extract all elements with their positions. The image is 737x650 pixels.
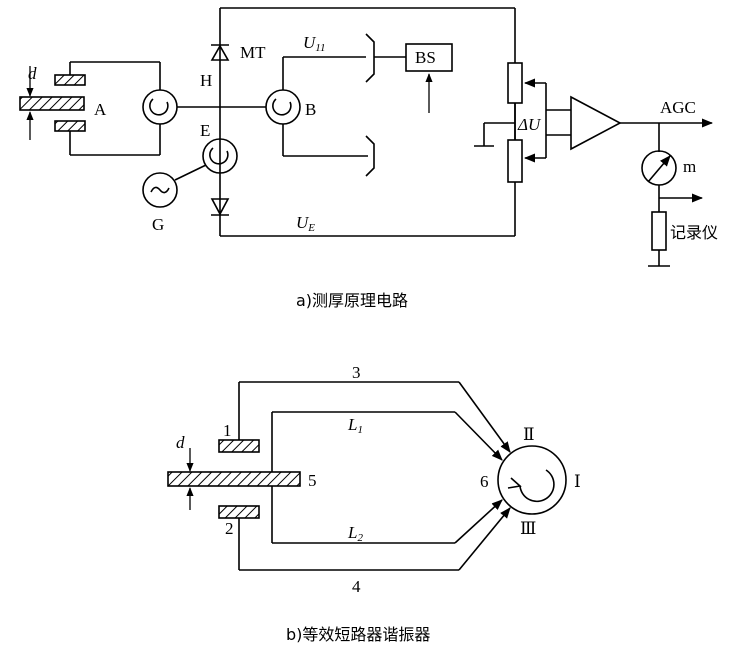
label-L1: L1 [347,415,363,436]
label-6: 6 [480,472,489,491]
b-branch-wires [282,56,368,157]
label-H: H [200,71,212,90]
label-L2: L2 [347,523,363,544]
switch-upper [365,33,375,83]
sample-plate-b [167,471,301,487]
label-AGC: AGC [660,98,696,117]
label-A: A [94,100,107,119]
label-port-III: Ⅲ [520,519,536,538]
label-UE: UE [296,213,315,234]
sample-plate-a [19,96,85,111]
diagram-b: d 1 2 5 3 L1 L2 4 [167,363,581,644]
diode-lower [210,198,230,216]
label-1: 1 [223,421,232,440]
label-U11: U11 [303,33,325,54]
diode-mt [210,44,230,61]
generator-g [142,164,207,208]
label-E: E [200,121,210,140]
probe-1 [218,439,260,453]
amplifier [546,95,714,151]
caption-a: a)测厚原理电路 [296,291,408,310]
label-port-I: Ⅰ [574,472,581,491]
probe-2 [218,505,260,519]
label-m: m [683,157,696,176]
thickness-label-a: d [28,64,37,83]
label-BS: BS [415,48,436,67]
label-B: B [305,100,316,119]
label-delta-u: ΔU [517,115,542,134]
label-G: G [152,215,164,234]
label-port-II: Ⅱ [523,425,535,444]
label-recorder: 记录仪 [670,223,718,242]
caption-b: b)等效短路器谐振器 [286,625,430,644]
potentiometer-upper [507,62,546,104]
lower-probe-a [54,120,86,132]
circulator-e [202,138,238,174]
path-l1 [271,411,503,472]
label-2: 2 [225,519,234,538]
label-MT: MT [240,43,266,62]
path-l2 [271,486,503,544]
path-4 [238,507,511,571]
upper-probe-a [54,74,86,86]
switch-lower [365,135,375,177]
circulator-b [265,89,301,125]
recorder-resistor [651,211,667,251]
label-3: 3 [352,363,361,382]
potentiometer-lower [507,139,546,183]
probe-loop-wires [69,61,161,156]
bs-box [405,43,453,72]
diagram-a: d A B MT H [19,7,718,310]
meter-m [641,150,677,186]
path-3 [238,381,511,453]
label-5: 5 [308,471,317,490]
circulator-a [142,89,178,125]
ground-symbol-a [474,122,515,147]
thickness-label-b: d [176,433,185,452]
resonator-6 [497,445,567,515]
ground-symbol-recorder [648,250,670,267]
label-4: 4 [352,577,361,596]
